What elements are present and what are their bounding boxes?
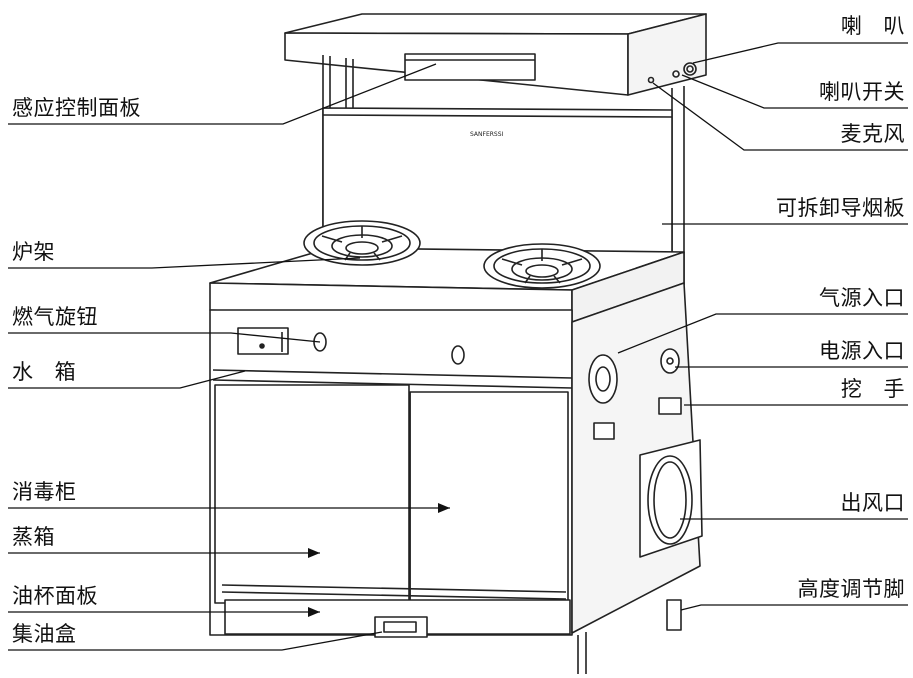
gas-inlet-icon	[588, 354, 618, 404]
water-tank-window	[237, 327, 289, 355]
power-inlet-icon	[660, 348, 680, 374]
burner-left	[303, 220, 421, 266]
label-pot-rack: 炉架	[12, 240, 55, 264]
gas-knob-right	[451, 345, 465, 365]
leader-lines	[8, 42, 908, 651]
label-speaker-switch: 喇叭开关	[819, 80, 905, 104]
leveling-foot-icon	[666, 599, 682, 631]
label-smoke-board: 可拆卸导烟板	[776, 196, 905, 220]
steam-box-door	[214, 384, 410, 604]
top-hood	[284, 13, 707, 96]
label-microphone: 麦克风	[840, 122, 905, 146]
oil-box	[374, 616, 428, 638]
sterilizer-door	[409, 391, 569, 606]
label-sterilizer: 消毒柜	[12, 480, 77, 504]
speaker-icon	[683, 62, 697, 76]
label-water-tank: 水 箱	[12, 360, 77, 384]
burner-right	[483, 243, 601, 289]
label-handle: 挖 手	[840, 377, 905, 401]
label-steam-box: 蒸箱	[12, 525, 55, 549]
label-leveling-foot: 高度调节脚	[797, 577, 905, 601]
speaker-switch-icon	[672, 70, 680, 78]
label-power-inlet: 电源入口	[819, 339, 905, 363]
label-gas-inlet: 气源入口	[819, 286, 905, 310]
side-handle-icon	[593, 422, 615, 440]
label-speaker: 喇 叭	[840, 14, 905, 38]
cabinet-body	[209, 282, 703, 674]
brand-text: SANFERSSI	[470, 131, 504, 138]
microphone-icon	[647, 76, 655, 84]
side-handle-icon	[658, 397, 682, 415]
label-oil-cup-panel: 油杯面板	[12, 584, 98, 608]
label-control-panel: 感应控制面板	[12, 96, 141, 120]
label-air-outlet: 出风口	[840, 491, 905, 515]
label-oil-box: 集油盒	[12, 622, 77, 646]
label-gas-knob: 燃气旋钮	[12, 305, 98, 329]
